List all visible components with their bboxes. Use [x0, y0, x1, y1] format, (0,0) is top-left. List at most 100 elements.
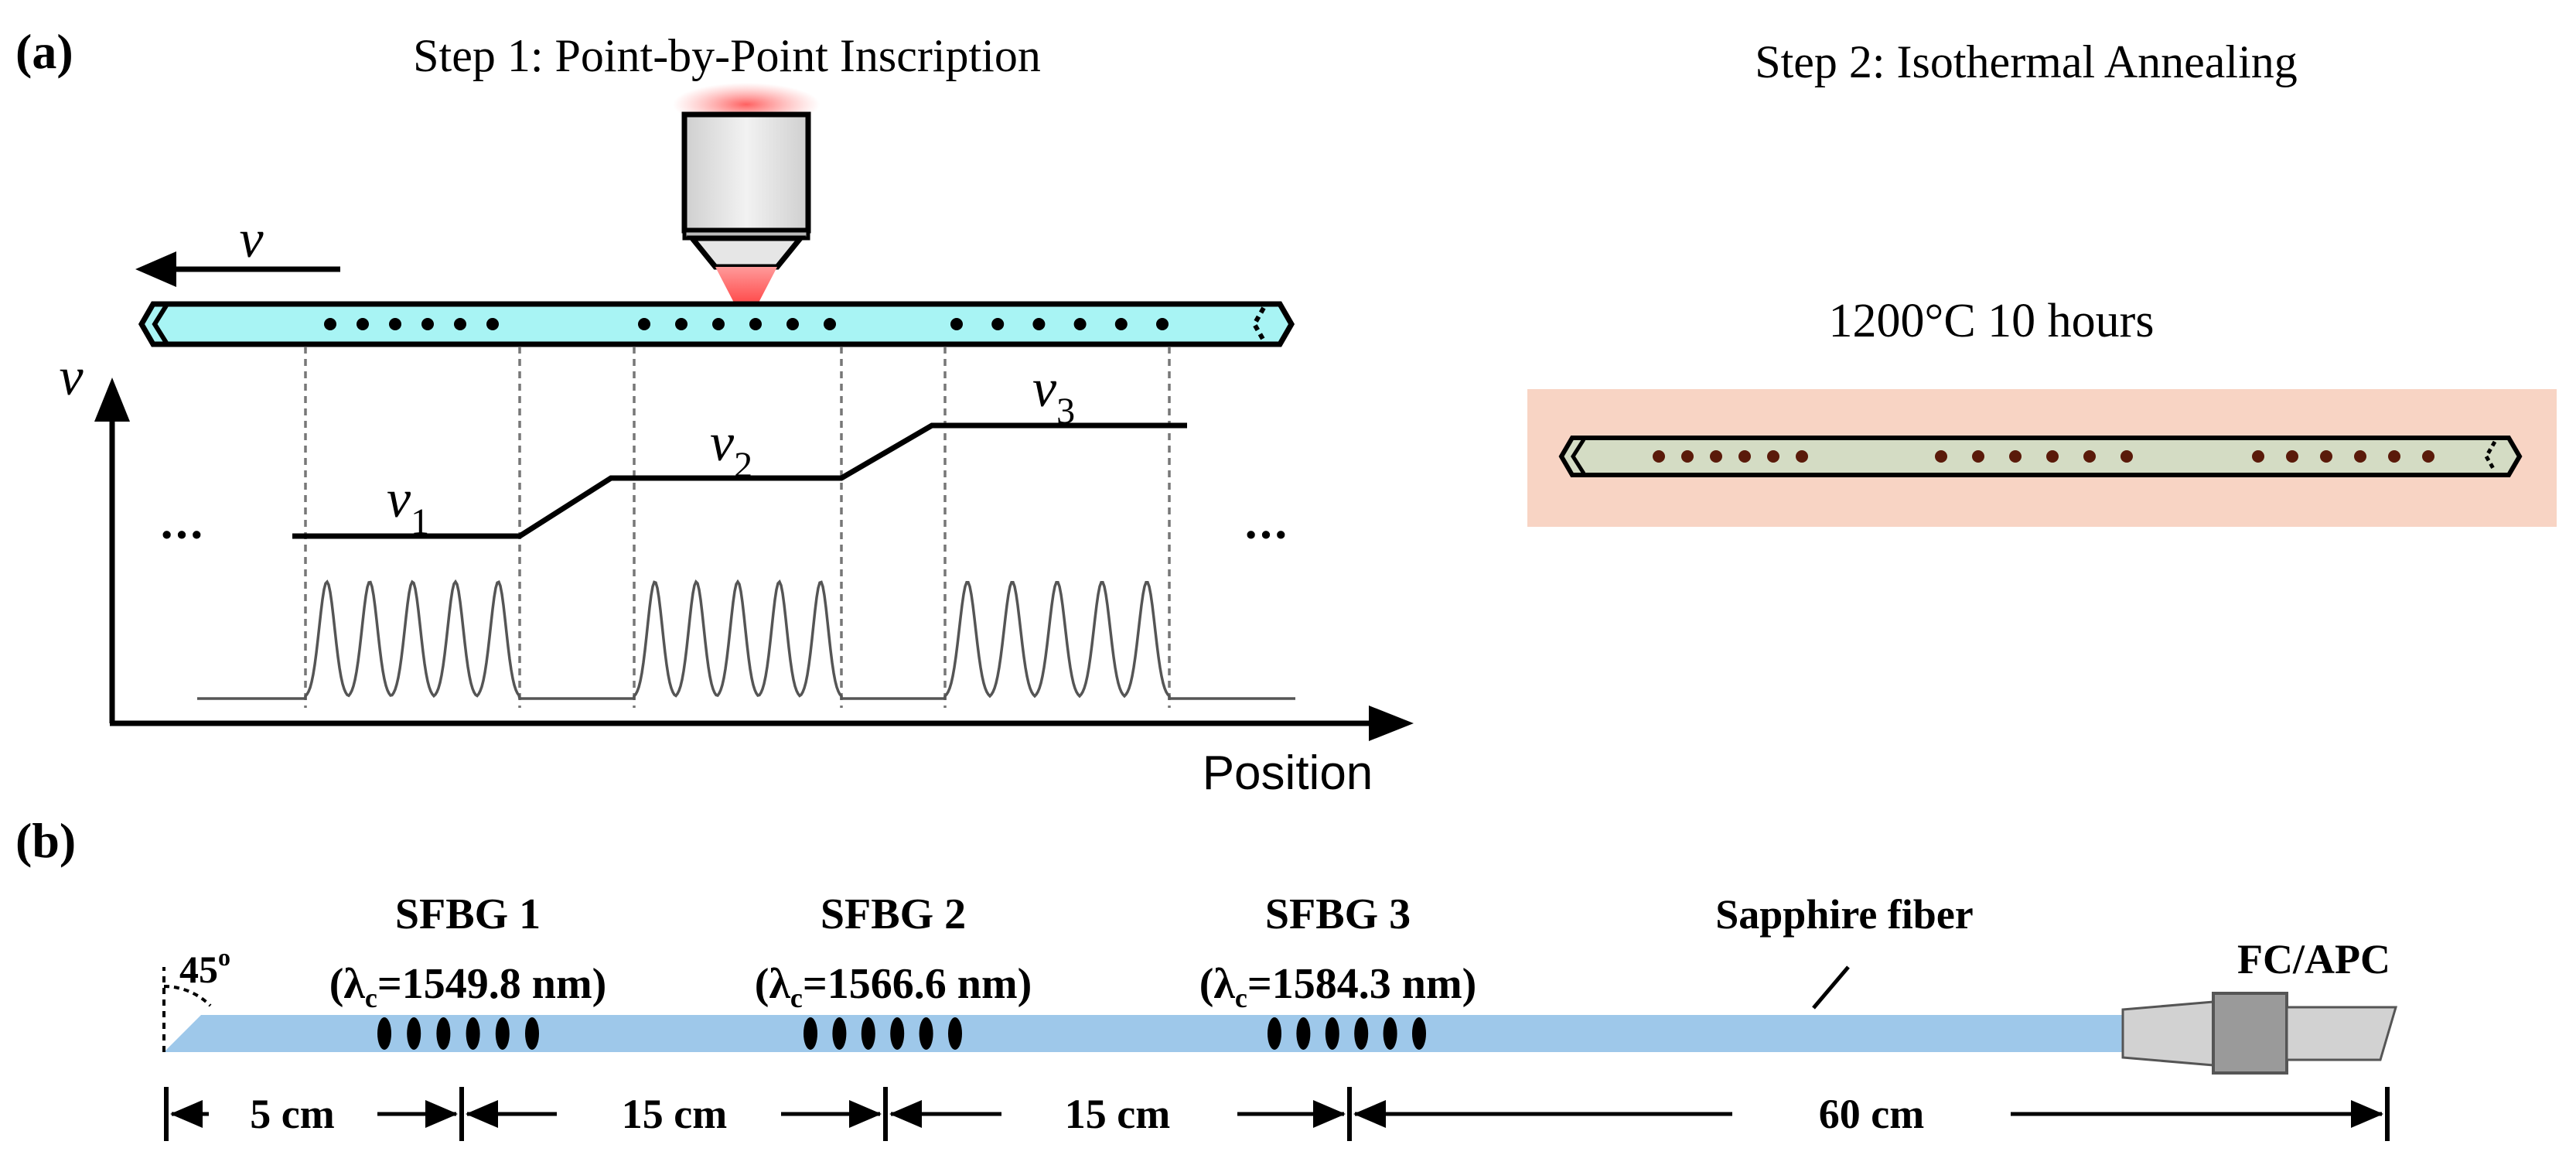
sapphire-fiber-pointer: [1812, 965, 1850, 1010]
sapphire-fiber-label: Sapphire fiber: [1715, 891, 1974, 938]
sfbg-dot: [948, 1017, 962, 1050]
sfbg-dot: [1412, 1017, 1426, 1050]
velocity-label-3: v3: [1032, 359, 1075, 432]
annealed-grating-dot: [1935, 450, 1947, 463]
annealed-grating-dot: [1972, 450, 1984, 463]
annealed-grating-dot: [1767, 450, 1779, 463]
velocity-axes: v Position ••• •••: [59, 347, 1414, 800]
panel-b: (b) 45o SFBG 1 (λc=1549.8 nm) SFBG 2 (λc…: [15, 813, 2398, 1141]
ellipsis-right: •••: [1246, 519, 1291, 552]
grating-dot: [991, 318, 1005, 330]
annealed-fiber: [1527, 389, 2557, 527]
annealed-grating-dot: [1738, 450, 1751, 463]
panel-b-label: (b): [15, 813, 76, 868]
grating-dot: [357, 318, 369, 330]
sfbg-dot: [1296, 1017, 1311, 1050]
grating-dot: [454, 318, 466, 330]
sfbg-dot: [377, 1017, 391, 1050]
distance-1: 5 cm: [250, 1091, 334, 1137]
grating-dot: [786, 318, 799, 330]
sapphire-fiber: [164, 1015, 2123, 1052]
sfbg-3-wavelength: (λc=1584.3 nm): [1199, 960, 1477, 1013]
annealed-grating-dot: [2083, 450, 2096, 463]
sfbg-1-label: SFBG 1 (λc=1549.8 nm): [329, 890, 607, 1013]
y-axis-label: v: [59, 347, 84, 407]
annealed-grating-dot: [2422, 450, 2434, 463]
panel-a-label: (a): [15, 24, 73, 79]
distance-2: 15 cm: [622, 1091, 727, 1137]
segment-boundaries: [304, 347, 1171, 708]
sfbg-1-name: SFBG 1: [395, 890, 541, 938]
sfbg-dot: [832, 1017, 847, 1050]
annealed-grating-dot: [2046, 450, 2059, 463]
grating-dot: [638, 318, 650, 330]
grating-dot: [1073, 318, 1087, 330]
objective-lens-icon: [673, 83, 820, 270]
annealed-grating-dot: [1681, 450, 1694, 463]
sfbg-3-name: SFBG 3: [1265, 890, 1411, 938]
sfbg-dot: [804, 1017, 817, 1050]
grating-dot: [389, 318, 401, 330]
sfbg-dot: [861, 1017, 875, 1050]
sfbg-dot: [466, 1017, 480, 1050]
grating-dot: [749, 318, 762, 330]
distance-3: 15 cm: [1065, 1091, 1170, 1137]
sfbg-2-label: SFBG 2 (λc=1566.6 nm): [755, 890, 1032, 1013]
angle-label: 45o: [179, 943, 230, 991]
grating-dot: [675, 318, 688, 330]
ellipsis-left: •••: [162, 519, 206, 552]
fc-apc-connector: FC/APC: [2121, 936, 2398, 1075]
grating-dot: [950, 318, 963, 330]
sfbg-dot: [1383, 1017, 1397, 1050]
annealed-grating-dots: [1653, 450, 2434, 463]
sfbg-dot: [890, 1017, 905, 1050]
annealed-grating-dot: [2121, 450, 2133, 463]
sfbg-2-name: SFBG 2: [821, 890, 966, 938]
annealed-grating-dot: [1653, 450, 1665, 463]
sfbg-dots: [377, 1017, 1426, 1050]
annealed-grating-dot: [2354, 450, 2366, 463]
grating-dot: [824, 318, 836, 330]
sfbg-dot: [1325, 1017, 1339, 1050]
sfbg-1-wavelength: (λc=1549.8 nm): [329, 960, 607, 1013]
velocity-arrow-label: v: [239, 210, 264, 269]
velocity-arrow: v: [135, 210, 340, 287]
distance-4: 60 cm: [1819, 1091, 1924, 1137]
annealed-grating-dot: [2320, 450, 2332, 463]
grating-dot: [486, 318, 499, 330]
sfbg-dot: [919, 1017, 933, 1050]
annealed-grating-dot: [1796, 450, 1808, 463]
annealed-grating-dot: [2252, 450, 2264, 463]
annealing-condition: 1200°C 10 hours: [1829, 295, 2155, 347]
laser-beam: [715, 267, 777, 323]
index-modulation-signal: [197, 579, 1295, 700]
grating-dot: [1032, 318, 1046, 330]
fiber-inscription: [138, 301, 1295, 347]
sfbg-dot: [407, 1017, 421, 1050]
grating-dots: [324, 318, 1169, 330]
grating-dot: [421, 318, 434, 330]
dimension-line: 5 cm 15 cm 15 cm 60 cm: [164, 1087, 2390, 1141]
velocity-label-2: v2: [710, 413, 752, 486]
step1-title: Step 1: Point-by-Point Inscription: [413, 30, 1041, 81]
grating-dot: [1114, 318, 1128, 330]
annealed-grating-dot: [2009, 450, 2022, 463]
sfbg-dot: [1268, 1017, 1281, 1050]
panel-a: (a) Step 1: Point-by-Point Inscription S…: [15, 24, 2557, 800]
step2-title: Step 2: Isothermal Annealing: [1755, 36, 2298, 87]
velocity-profile: [292, 422, 1187, 539]
sfbg-dot: [495, 1017, 510, 1050]
sfbg-dot: [1354, 1017, 1369, 1050]
annealed-grating-dot: [2286, 450, 2298, 463]
grating-dot: [1156, 318, 1169, 330]
annealed-grating-dot: [2388, 450, 2400, 463]
grating-dot: [324, 318, 336, 330]
annealed-grating-dot: [1710, 450, 1722, 463]
cut-angle-indicator: 45o: [162, 943, 230, 1052]
velocity-label-1: v1: [387, 470, 429, 542]
sfbg-dot: [525, 1017, 539, 1050]
sfbg-3-label: SFBG 3 (λc=1584.3 nm): [1199, 890, 1477, 1013]
grating-dot: [712, 318, 725, 330]
connector-label: FC/APC: [2237, 936, 2390, 982]
